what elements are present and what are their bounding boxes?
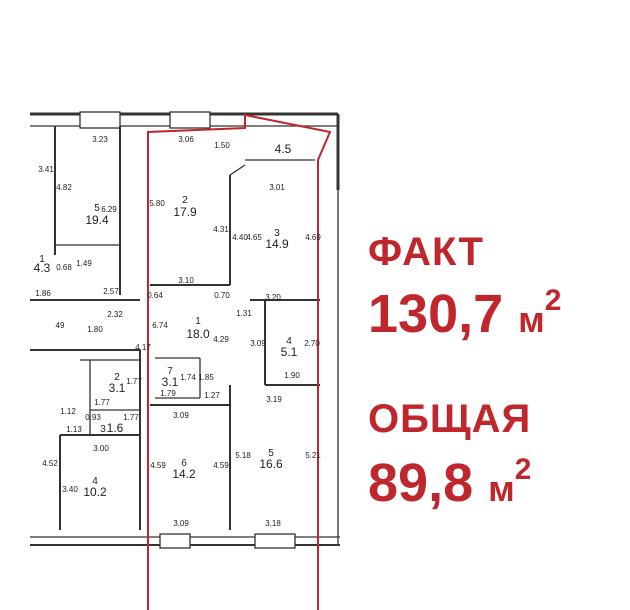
total-area-value: 89,8 м2 xyxy=(368,453,630,513)
dimension-label: 1.77 xyxy=(123,413,139,422)
room-number: 1 xyxy=(39,254,45,265)
dimension-label: 4.17 xyxy=(135,343,151,352)
total-area-unit-power: 2 xyxy=(514,453,532,486)
dimension-label: 4.40 xyxy=(232,233,248,242)
dimension-label: 5.21 xyxy=(305,451,321,460)
area-stats-panel: ФАКТ 130,7 м2 ОБЩАЯ 89,8 м2 xyxy=(368,232,630,510)
total-area-number: 89,8 xyxy=(368,453,474,513)
dimension-label: 49 xyxy=(56,321,65,330)
room-area: 4.3 xyxy=(34,261,51,275)
dimension-label: 1.85 xyxy=(198,373,214,382)
dimension-label: 1.31 xyxy=(236,309,252,318)
room-number: 3 xyxy=(274,228,280,239)
dimension-label: 4.59 xyxy=(213,461,229,470)
dimension-label: 4.69 xyxy=(305,233,321,242)
room-number: 2 xyxy=(114,372,120,383)
dimension-label: 0.64 xyxy=(147,291,163,300)
room-number: 5 xyxy=(94,203,100,214)
fact-area-unit-power: 2 xyxy=(544,284,562,317)
dimension-label: 4.65 xyxy=(246,233,262,242)
dimension-label: 1.13 xyxy=(66,425,82,434)
dimension-label: 1.74 xyxy=(180,373,196,382)
fact-area-label: ФАКТ xyxy=(368,230,484,274)
room-number: 6 xyxy=(181,458,187,469)
dimension-label: 3.41 xyxy=(38,165,54,174)
dimension-label: 2.32 xyxy=(107,310,123,319)
dimension-label: 3.20 xyxy=(265,293,281,302)
dimension-label: 3.09 xyxy=(173,519,189,528)
room-area: 17.9 xyxy=(173,205,197,219)
room-area: 14.9 xyxy=(265,237,289,251)
dimension-label: 4.52 xyxy=(42,459,58,468)
dimension-label: 3.18 xyxy=(265,519,281,528)
dimension-label: 5.18 xyxy=(235,451,251,460)
room-area: 5.1 xyxy=(281,345,298,359)
room-area: 18.0 xyxy=(186,327,210,341)
dimension-label: 3.40 xyxy=(62,485,78,494)
fact-area-unit: м xyxy=(518,299,545,340)
room-area: 4.5 xyxy=(275,142,292,156)
room-number: 7 xyxy=(167,366,173,377)
dimension-label: 3.09 xyxy=(173,411,189,420)
dimension-label: 1.90 xyxy=(284,371,300,380)
dimension-label: 6.29 xyxy=(101,205,117,214)
dimension-label: 3.06 xyxy=(178,135,194,144)
dimension-label: 4.31 xyxy=(213,225,229,234)
floor-plan: 18.0 17.9 14.9 5.1 16.6 14.2 3.1 4.5 19.… xyxy=(30,111,340,610)
dimension-label: 3.10 xyxy=(178,276,194,285)
dimension-label: 3.00 xyxy=(93,444,109,453)
dimension-label: 4.59 xyxy=(150,461,166,470)
dimension-label: 2.70 xyxy=(304,339,320,348)
dimension-label: 1.50 xyxy=(214,141,230,150)
room-area: 3.1 xyxy=(109,381,126,395)
dimension-label: 0.70 xyxy=(214,291,230,300)
dimension-label: 3.01 xyxy=(269,183,285,192)
dimension-label: 1.12 xyxy=(60,407,76,416)
dimension-label: 1.79 xyxy=(160,389,176,398)
dimension-label: 3.09 xyxy=(250,339,266,348)
room-number: 1 xyxy=(195,316,201,327)
dimension-label: 3.23 xyxy=(92,135,108,144)
dimension-label: 1.77 xyxy=(126,377,142,386)
dimension-label: 3.19 xyxy=(266,395,282,404)
room-number: 3 xyxy=(100,424,106,435)
dimension-label: 2.57 xyxy=(103,287,119,296)
room-number: 5 xyxy=(268,448,274,459)
room-area: 1.6 xyxy=(107,421,124,435)
dimension-label: 1.86 xyxy=(35,289,51,298)
dimension-label: 0.93 xyxy=(85,413,101,422)
dimension-label: 4.29 xyxy=(213,335,229,344)
room-area: 16.6 xyxy=(259,457,283,471)
dimension-label: 5.80 xyxy=(149,199,165,208)
room-number: 4 xyxy=(286,336,292,347)
room-area: 14.2 xyxy=(172,467,196,481)
fact-area-value: 130,7 м2 xyxy=(368,284,630,344)
room-number: 4 xyxy=(92,476,98,487)
room-area: 3.1 xyxy=(162,375,179,389)
dimension-label: 4.82 xyxy=(56,183,72,192)
dimension-label: 1.80 xyxy=(87,325,103,334)
dimension-label: 1.49 xyxy=(76,259,92,268)
room-area: 19.4 xyxy=(85,213,109,227)
total-area-label: ОБЩАЯ xyxy=(368,397,532,441)
dimension-label: 0.68 xyxy=(56,263,72,272)
dimension-label: 1.27 xyxy=(204,391,220,400)
room-area: 10.2 xyxy=(83,485,107,499)
room-number: 2 xyxy=(182,195,188,206)
dimension-label: 1.77 xyxy=(94,398,110,407)
dimension-label: 6.74 xyxy=(152,321,168,330)
fact-area-number: 130,7 xyxy=(368,284,504,344)
total-area-unit: м xyxy=(488,468,515,509)
